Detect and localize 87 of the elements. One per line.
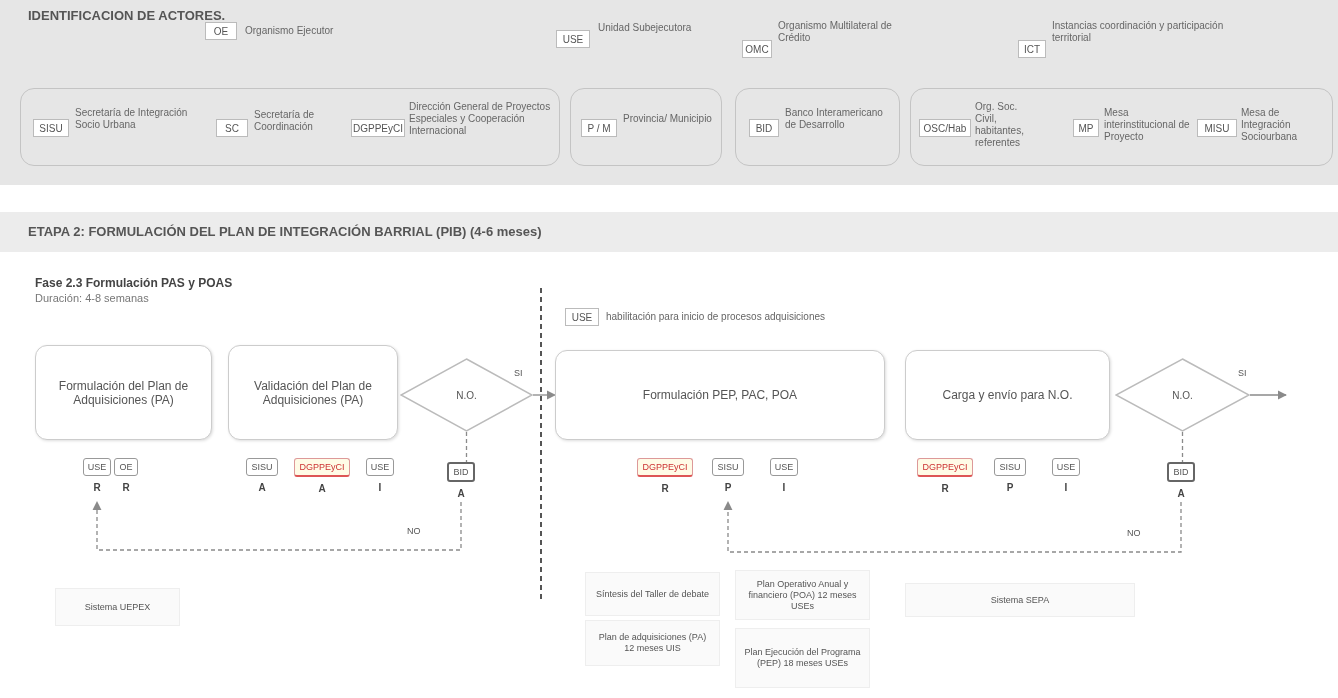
abbreviation-tag: USE — [769, 458, 799, 476]
process-box — [35, 345, 212, 440]
edge-label: NO — [1125, 528, 1143, 538]
duration-text: Duración: 4-8 semanas — [35, 292, 149, 304]
role-letter: P — [724, 482, 732, 493]
abbreviation-tag: ICT — [1018, 40, 1046, 58]
abbreviation-tag: DGPPEyCI — [917, 458, 973, 477]
role-letter: R — [122, 482, 130, 493]
abbreviation-tag: OE — [114, 458, 138, 476]
role-letter: R — [661, 483, 669, 494]
document-label: Plan Ejecución del Programa (PEP) 18 meses USEs — [744, 647, 861, 669]
abbreviation-tag: BID — [1167, 462, 1195, 482]
decision-label: N.O. — [456, 389, 477, 401]
dashed-connector — [723, 501, 1182, 553]
role-letter: A — [318, 483, 326, 494]
abbreviation-tag: SISU — [246, 458, 278, 476]
abbreviation-tag: SC — [216, 119, 248, 137]
phase-title: Fase 2.3 Formulación PAS y POAS — [35, 276, 233, 290]
abbreviation-tag: USE — [1051, 458, 1081, 476]
dashed-connector — [92, 501, 462, 551]
abbreviation-tag: SISU — [994, 458, 1026, 476]
box-frame — [570, 88, 722, 166]
dashed-connector — [1181, 431, 1184, 463]
actor-description: Secretaría de Coordinación — [254, 109, 316, 133]
process-label: Formulación PEP, PAC, POA — [642, 388, 798, 402]
box-frame — [910, 88, 1333, 166]
abbreviation-tag: BID — [447, 462, 475, 482]
document-label: Plan Operativo Anual y financiero (POA) 12 meses USEs — [747, 578, 858, 612]
abbreviation-tag: SISU — [712, 458, 744, 476]
process-label: Carga y envío para N.O. — [942, 388, 1073, 402]
actor-description: Instancias coordinación y participación territorial — [1052, 20, 1225, 44]
edge-label: SI — [1236, 368, 1249, 378]
document-label: Sistema UEPEX — [84, 601, 151, 613]
abbreviation-tag: MP — [1073, 119, 1099, 137]
abbreviation-tag: USE — [565, 308, 599, 326]
document-label: Síntesis del Taller de debate — [596, 588, 709, 600]
document-label: Sistema SEPA — [990, 594, 1050, 606]
abbreviation-tag: USE — [82, 458, 112, 476]
role-letter: I — [782, 482, 786, 493]
edge-label: NO — [405, 526, 423, 536]
arrow — [1249, 390, 1287, 400]
dashed-connector — [465, 431, 468, 463]
abbreviation-tag: OE — [205, 22, 237, 40]
abbreviation-tag: DGPPEyCI — [637, 458, 693, 477]
arrow — [532, 390, 556, 400]
abbreviation-tag: OSC/Hab — [919, 119, 971, 137]
abbreviation-tag: OMC — [742, 40, 772, 58]
process-label: Validación del Plan de Adquisiciones (PA) — [253, 378, 373, 407]
actor-description: Unidad Subejecutora — [598, 22, 693, 34]
actor-description: habilitación para inicio de procesos adquisiciones — [606, 311, 827, 323]
process-box — [228, 345, 398, 440]
abbreviation-tag: USE — [556, 30, 590, 48]
actor-description: Secretaría de Integración Socio Urbana — [75, 107, 189, 131]
box-frame — [20, 88, 560, 166]
role-letter: R — [941, 483, 949, 494]
abbreviation-tag: P / M — [581, 119, 617, 137]
abbreviation-tag: MISU — [1197, 119, 1237, 137]
edge-label: SI — [512, 368, 525, 378]
abbreviation-tag: BID — [749, 119, 779, 137]
actor-description: Provincia/ Municipio — [623, 113, 713, 125]
actor-description: Organismo Multilateral de Crédito — [778, 20, 893, 44]
process-box — [905, 350, 1110, 440]
role-letter: A — [457, 488, 465, 499]
section-heading: IDENTIFICACION DE ACTORES. — [28, 8, 226, 23]
role-letter: P — [1006, 482, 1014, 493]
abbreviation-tag: DGPPEyCI — [294, 458, 350, 477]
role-letter: R — [93, 482, 101, 493]
process-box — [555, 350, 885, 440]
box-frame — [735, 88, 900, 166]
actor-description: Mesa de Integración Sociourbana — [1241, 107, 1299, 143]
role-letter: I — [1064, 482, 1068, 493]
document-label: Plan de adquisiciones (PA) 12 meses UIS — [597, 632, 708, 654]
section-heading: ETAPA 2: FORMULACIÓN DEL PLAN DE INTEGRACIÓN BARRIAL (PIB) (4-6 meses) — [28, 224, 542, 239]
abbreviation-tag: DGPPEyCI — [351, 119, 405, 137]
actor-description: Dirección General de Proyectos Especiales y Cooperación Internacional — [409, 101, 552, 137]
process-label: Formulación del Plan de Adquisiciones (PA) — [57, 378, 190, 407]
actor-description: Organismo Ejecutor — [245, 25, 335, 37]
role-letter: I — [378, 482, 382, 493]
abbreviation-tag: USE — [365, 458, 395, 476]
section-band — [0, 0, 1338, 185]
actor-description: Banco Interamericano de Desarrollo — [785, 107, 884, 131]
role-letter: A — [258, 482, 266, 493]
actor-description: Org. Soc. Civil, habitantes, referentes — [975, 101, 1025, 149]
role-letter: A — [1177, 488, 1185, 499]
decision-label: N.O. — [1172, 389, 1193, 401]
abbreviation-tag: SISU — [33, 119, 69, 137]
actor-description: Mesa interinstitucional de Proyecto — [1104, 107, 1191, 143]
